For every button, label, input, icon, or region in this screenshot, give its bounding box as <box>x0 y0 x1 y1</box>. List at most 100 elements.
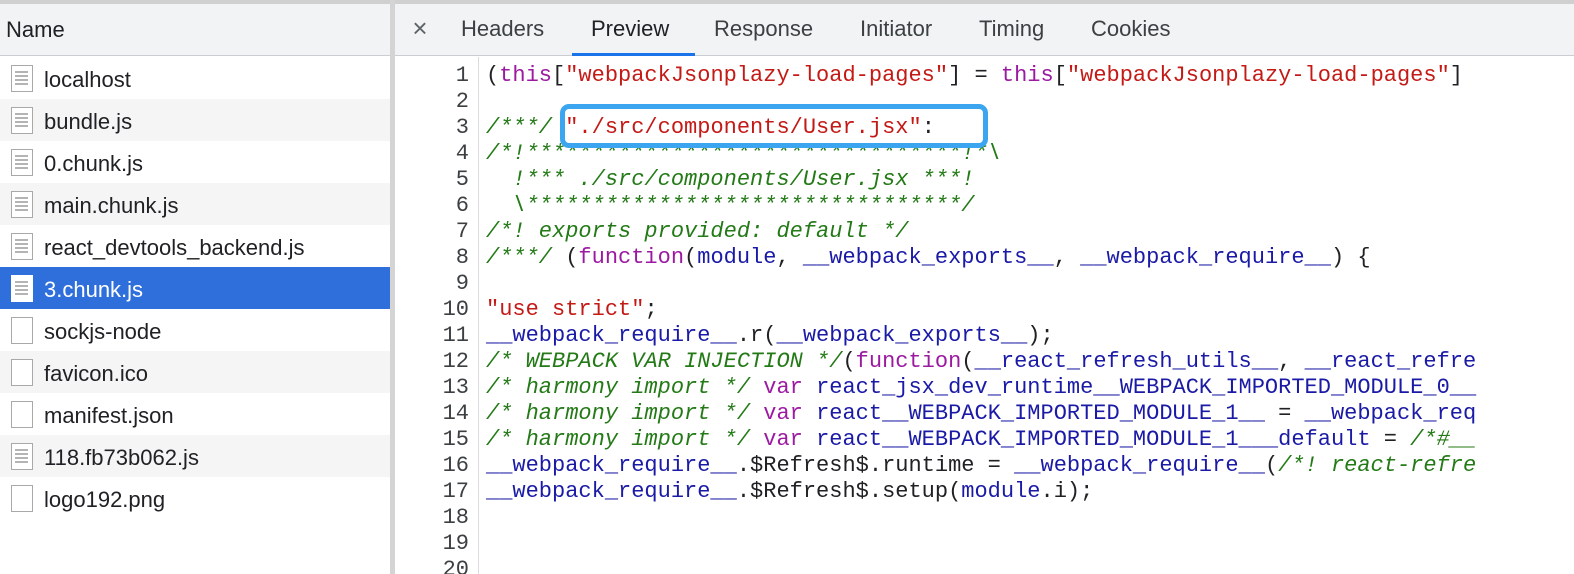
code-token: /*!*********************************!*\ <box>486 141 1001 166</box>
code-text: __webpack_require__.$Refresh$.runtime = … <box>486 453 1476 479</box>
tab-headers[interactable]: Headers <box>461 16 545 41</box>
request-row[interactable]: 118.fb73b062.js <box>0 435 390 477</box>
code-line: 12 /* WEBPACK VAR INJECTION */(function(_… <box>395 349 1574 375</box>
code-token: /*#__ <box>1410 427 1477 452</box>
code-text: !*** ./src/components/User.jsx ***! <box>486 167 974 193</box>
document-icon <box>11 191 33 218</box>
code-line: 10"use strict"; <box>395 297 1574 323</box>
line-number: 7 <box>455 219 469 244</box>
request-details-panel: × Headers Preview Response Initiator Tim… <box>395 4 1574 574</box>
code-token: ) { <box>1330 245 1371 270</box>
request-name: main.chunk.js <box>44 193 179 218</box>
request-row[interactable]: favicon.ico <box>0 351 390 393</box>
code-token: ( <box>486 63 500 88</box>
line-number: 3 <box>455 115 469 140</box>
code-token: __webpack_exports__ <box>776 323 1028 348</box>
line-number: 8 <box>455 245 469 270</box>
code-token: react__WEBPACK_IMPORTED_MODULE_1__ <box>816 401 1265 426</box>
name-column-label: Name <box>6 17 65 42</box>
tab-cookies[interactable]: Cookies <box>1091 16 1171 41</box>
request-name: react_devtools_backend.js <box>44 235 305 260</box>
code-token: "use strict" <box>486 297 645 322</box>
document-icon <box>11 149 33 176</box>
window-top-edge <box>0 0 1574 4</box>
request-row[interactable]: main.chunk.js <box>0 183 390 225</box>
line-number: 1 <box>455 63 469 88</box>
code-line: 17__webpack_require__.$Refresh$.setup(mo… <box>395 479 1574 505</box>
code-token: ( <box>552 245 579 270</box>
code-line: 11__webpack_require__.r(__webpack_export… <box>395 323 1574 349</box>
line-number: 13 <box>442 375 469 400</box>
tab-timing[interactable]: Timing <box>979 16 1045 41</box>
code-token: __webpack_require__ <box>486 323 737 348</box>
code-token: , <box>1278 349 1305 374</box>
tab-response[interactable]: Response <box>714 16 814 41</box>
code-text: /***/ "./src/components/User.jsx": <box>486 115 935 141</box>
code-token: ; <box>644 297 658 322</box>
request-name: 118.fb73b062.js <box>44 445 199 470</box>
code-token: "webpackJsonplazy-load-pages" <box>565 63 949 88</box>
line-number: 4 <box>455 141 469 166</box>
tab-preview[interactable]: Preview <box>591 16 670 41</box>
line-number: 18 <box>442 505 469 530</box>
code-text: /***/ (function(module, __webpack_export… <box>486 245 1371 271</box>
code-token: ( <box>842 349 856 374</box>
code-token: function <box>855 349 962 374</box>
code-token: , <box>1053 245 1081 270</box>
name-column-header[interactable]: Name <box>0 4 390 56</box>
code-token: module <box>697 245 777 270</box>
request-row[interactable]: manifest.json <box>0 393 390 435</box>
code-token: "./src/components/User.jsx" <box>565 115 922 140</box>
code-token: = <box>1264 401 1305 426</box>
request-row[interactable]: sockjs-node <box>0 309 390 351</box>
code-token: react_jsx_dev_runtime__WEBPACK_IMPORTED_… <box>816 375 1477 400</box>
code-token: var <box>763 401 803 426</box>
code-token: __webpack_exports__ <box>802 245 1054 270</box>
code-token <box>803 375 816 400</box>
line-number: 6 <box>455 193 469 218</box>
code-text: (this["webpackJsonplazy-load-pages"] = t… <box>486 63 1463 89</box>
code-token: /***/ <box>486 245 553 270</box>
code-line: 8/***/ (function(module, __webpack_expor… <box>395 245 1574 271</box>
line-number: 9 <box>455 271 469 296</box>
line-number: 12 <box>442 349 469 374</box>
code-text: /* harmony import */ var react_jsx_dev_r… <box>486 375 1476 401</box>
code-token: var <box>763 427 803 452</box>
source-preview[interactable]: 1(this["webpackJsonplazy-load-pages"] = … <box>395 57 1574 574</box>
code-token <box>750 401 763 426</box>
line-number: 16 <box>442 453 469 478</box>
code-token: .i); <box>1040 479 1094 504</box>
code-token: this <box>1000 63 1054 88</box>
code-token: /* harmony import */ <box>486 401 751 426</box>
active-tab-indicator <box>572 53 695 56</box>
panel-splitter[interactable] <box>390 0 395 574</box>
code-token: __react_refre <box>1304 349 1477 374</box>
code-token: __webpack_require__ <box>486 453 737 478</box>
code-token: /* harmony import */ <box>486 375 751 400</box>
code-text: __webpack_require__.$Refresh$.setup(modu… <box>486 479 1093 505</box>
blank-file-icon <box>11 317 33 344</box>
request-row[interactable]: bundle.js <box>0 99 390 141</box>
code-token: react__WEBPACK_IMPORTED_MODULE_1___defau… <box>816 427 1371 452</box>
code-token: [ <box>552 63 566 88</box>
document-icon <box>11 443 33 470</box>
request-row[interactable]: react_devtools_backend.js <box>0 225 390 267</box>
code-token <box>803 401 816 426</box>
code-text: /* WEBPACK VAR INJECTION */(function(__r… <box>486 349 1476 375</box>
blank-file-icon <box>11 485 33 512</box>
tab-initiator[interactable]: Initiator <box>860 16 933 41</box>
code-token: module <box>961 479 1041 504</box>
request-row[interactable]: localhost <box>0 57 390 99</box>
request-name: sockjs-node <box>44 319 162 344</box>
code-line: 4 /*!*********************************!*\ <box>395 141 1574 167</box>
request-row[interactable]: 0.chunk.js <box>0 141 390 183</box>
line-number-gutter <box>395 57 479 574</box>
document-icon <box>11 107 33 134</box>
code-token: .$Refresh$.runtime = <box>736 453 1015 478</box>
request-row[interactable]: logo192.png <box>0 477 390 519</box>
request-name: manifest.json <box>44 403 174 428</box>
code-token: __webpack_req <box>1304 401 1477 426</box>
close-icon[interactable]: × <box>412 13 428 43</box>
request-row[interactable]: 3.chunk.js <box>0 267 390 309</box>
